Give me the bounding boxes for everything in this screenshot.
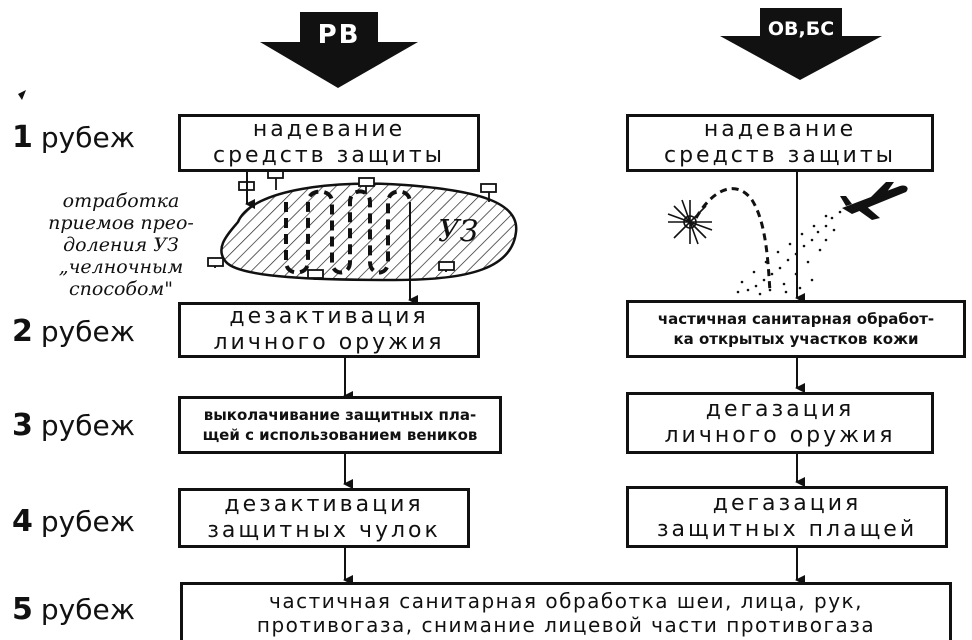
note-line: способом" (69, 278, 173, 300)
box-line: ка открытых участков кожи (673, 330, 919, 348)
stage-number: 3 (12, 408, 33, 443)
box-line: дегазация (712, 491, 862, 516)
box-line: личного оружия (213, 330, 445, 355)
box-line: выколачивание защитных пла- (203, 406, 477, 424)
stage-number: 4 (12, 504, 33, 539)
stage-number: 1 (12, 120, 33, 155)
shuttle-path (284, 189, 412, 275)
projectile-trajectory (694, 187, 772, 293)
box-line: средств защиты (212, 143, 446, 168)
box-line: дезактивация (224, 492, 424, 517)
stage-number: 2 (12, 314, 33, 349)
box-line: надевание (703, 117, 857, 142)
zone-label: УЗ (438, 214, 479, 249)
stage-word: рубеж (40, 121, 135, 154)
box-line: противогаза, снимание лицевой части прот… (256, 612, 876, 637)
left-box-3: выколачивание защитных пла- щей с исполь… (178, 396, 502, 454)
explosion-burst (667, 199, 713, 245)
shuttle-method-note: отработка приемов прео- доления УЗ „челн… (36, 190, 206, 300)
box-line: средств защиты (663, 143, 897, 168)
airplane-icon (840, 182, 908, 220)
stage-word: рубеж (40, 505, 135, 538)
box-line: надевание (252, 117, 406, 142)
box-line: щей с использованием веников (202, 426, 478, 444)
note-line: „челночным (58, 256, 184, 278)
box-line: частичная санитарная обработ- (657, 310, 935, 328)
left-box-4: дезактивация защитных чулок (178, 488, 470, 548)
header-arrow-left (260, 12, 418, 88)
box-line: дегазация (705, 397, 855, 422)
left-box-1: надевание средств защиты (178, 114, 480, 172)
box-line: защитных плащей (656, 517, 918, 542)
stage-word: рубеж (40, 315, 135, 348)
header-label-rv: РВ (317, 20, 361, 50)
box-line: личного оружия (664, 423, 896, 448)
note-line: приемов прео- (48, 212, 194, 234)
stray-mark (18, 90, 26, 100)
box-line: дезактивация (229, 304, 429, 329)
right-box-2: частичная санитарная обработ- ка открыты… (626, 300, 966, 358)
right-box-1: надевание средств защиты (626, 114, 934, 172)
header-label-ov-bs: ОВ,БС (767, 18, 835, 40)
stage-word: рубеж (40, 593, 135, 626)
stage-number: 5 (12, 592, 33, 627)
right-box-3: дегазация личного оружия (626, 392, 934, 454)
right-box-4: дегазация защитных плащей (626, 486, 948, 548)
note-line: отработка (62, 190, 180, 212)
spray-cloud (736, 210, 842, 296)
stage-word: рубеж (40, 409, 135, 442)
bottom-box: частичная санитарная обработка шеи, лица… (180, 582, 952, 640)
note-line: доления УЗ (63, 234, 179, 256)
box-line: частичная санитарная обработка шеи, лица… (269, 588, 863, 613)
box-line: защитных чулок (207, 518, 441, 543)
left-box-2: дезактивация личного оружия (178, 302, 480, 358)
header-arrow-right (720, 8, 882, 80)
